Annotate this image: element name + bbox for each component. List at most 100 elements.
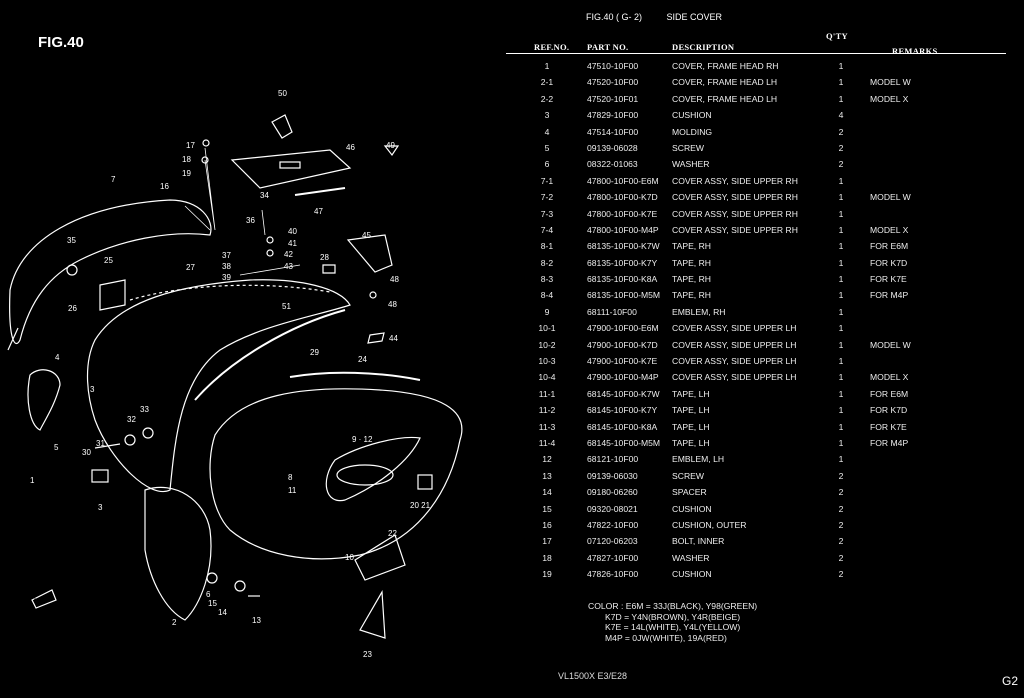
callout-17: 17 [186, 141, 195, 150]
qty-cell: 2 [838, 569, 844, 580]
callout-46: 46 [346, 143, 355, 152]
callout-8: 8 [288, 473, 293, 482]
remarks-cell: FOR E6M [870, 388, 909, 399]
ref-cell: 4 [544, 126, 550, 137]
callout-11: 11 [288, 486, 297, 495]
remarks-cell: FOR M4P [870, 290, 909, 301]
callout-14: 14 [218, 608, 227, 617]
description-cell: TAPE, RH [672, 257, 711, 268]
remarks-cell: FOR K7E [870, 421, 907, 432]
qty-cell: 1 [838, 208, 844, 219]
part-no-cell: 09180-06260 [587, 487, 638, 498]
ref-cell: 10-3 [538, 356, 556, 367]
callout-35: 35 [67, 236, 76, 245]
part-no-cell: 47900-10F00-K7D [587, 339, 658, 350]
callout-4: 4 [55, 353, 60, 362]
callout-51: 51 [282, 302, 291, 311]
qty-cell: 1 [838, 224, 844, 235]
qty-cell: 1 [838, 356, 844, 367]
ref-cell: 7-4 [540, 224, 554, 235]
part-callouts: 50 17 18 19 46 49 7 16 34 47 36 40 41 45… [30, 89, 431, 659]
description-cell: COVER ASSY, SIDE UPPER LH [672, 323, 797, 334]
header-rule [506, 53, 1006, 54]
qty-cell: 2 [838, 519, 844, 530]
description-cell: COVER ASSY, SIDE UPPER LH [672, 356, 797, 367]
qty-cell: 1 [838, 388, 844, 399]
callout-22: 22 [388, 529, 397, 538]
qty-cell: 1 [838, 454, 844, 465]
qty-cell: 1 [838, 405, 844, 416]
callout-3-a: 3 [90, 385, 95, 394]
qty-cell: 1 [838, 192, 844, 203]
qty-cell: 2 [838, 126, 844, 137]
qty-cell: 1 [838, 290, 844, 301]
ref-cell: 18 [542, 552, 552, 563]
col-qty: Q'TY [826, 31, 848, 41]
ref-cell: 10-4 [538, 372, 556, 383]
callout-16: 16 [160, 182, 169, 191]
callout-49: 49 [386, 141, 395, 150]
part-no-cell: 47520-10F01 [587, 93, 639, 104]
remarks-cell: FOR E6M [870, 241, 909, 252]
part-no-cell: 68145-10F00-K7W [587, 388, 660, 399]
remarks-cell: MODEL W [870, 192, 911, 203]
callout-20-21: 20 21 [410, 501, 431, 510]
ref-cell: 15 [542, 503, 552, 514]
ref-cell: 7-1 [540, 175, 554, 186]
description-cell: EMBLEM, LH [672, 454, 725, 465]
part-no-cell: 68145-10F00-K8A [587, 421, 658, 432]
callout-34: 34 [260, 191, 269, 200]
part-no-cell: 68135-10F00-M5M [587, 290, 661, 301]
ref-cell: 11-4 [538, 437, 556, 448]
remarks-cell: MODEL X [870, 372, 909, 383]
callout-9-12: 9 · 12 [352, 435, 373, 444]
callout-1: 1 [30, 476, 35, 485]
qty-cell: 1 [838, 257, 844, 268]
ref-cell: 5 [544, 142, 550, 153]
part-no-cell: 47800-10F00-K7D [587, 192, 658, 203]
ref-cell: 13 [542, 470, 552, 481]
figure-caption: FIG.40 ( G- 2) SIDE COVER [586, 12, 722, 22]
qty-cell: 1 [838, 421, 844, 432]
fwd-arrow-label: FWD [34, 599, 48, 605]
part-no-cell: 08322-01063 [587, 159, 638, 170]
callout-15: 15 [208, 599, 217, 608]
callout-23: 23 [363, 650, 372, 659]
part-no-cell: 47510-10F00 [587, 61, 639, 71]
caption-fig: FIG.40 ( G- 2) [586, 12, 643, 22]
qty-cell: 4 [838, 110, 844, 121]
description-cell: TAPE, RH [672, 274, 711, 285]
description-cell: BOLT, INNER [672, 536, 725, 547]
callout-40: 40 [288, 227, 297, 236]
emblem-shape [325, 436, 421, 502]
remarks-cell: FOR K7D [870, 405, 908, 416]
ref-cell: 11-2 [538, 405, 556, 416]
description-cell: CUSHION [672, 110, 712, 121]
part-no-cell: 47829-10F00 [587, 110, 639, 121]
callout-13: 13 [252, 616, 261, 625]
callout-26: 26 [68, 304, 77, 313]
description-cell: COVER ASSY, SIDE UPPER RH [672, 175, 798, 186]
ref-cell: 17 [542, 536, 552, 547]
col-part: PART NO. [587, 42, 629, 52]
ref-cell: 7-3 [540, 208, 554, 219]
description-cell: SCREW [672, 142, 704, 153]
description-cell: CUSHION, OUTER [672, 519, 747, 530]
callout-37: 37 [222, 251, 231, 260]
callout-33: 33 [140, 405, 149, 414]
page-code: G2 [1001, 674, 1018, 688]
callout-43: 43 [284, 262, 293, 271]
remarks-cell: FOR K7D [870, 257, 908, 268]
callout-41: 41 [288, 239, 297, 248]
